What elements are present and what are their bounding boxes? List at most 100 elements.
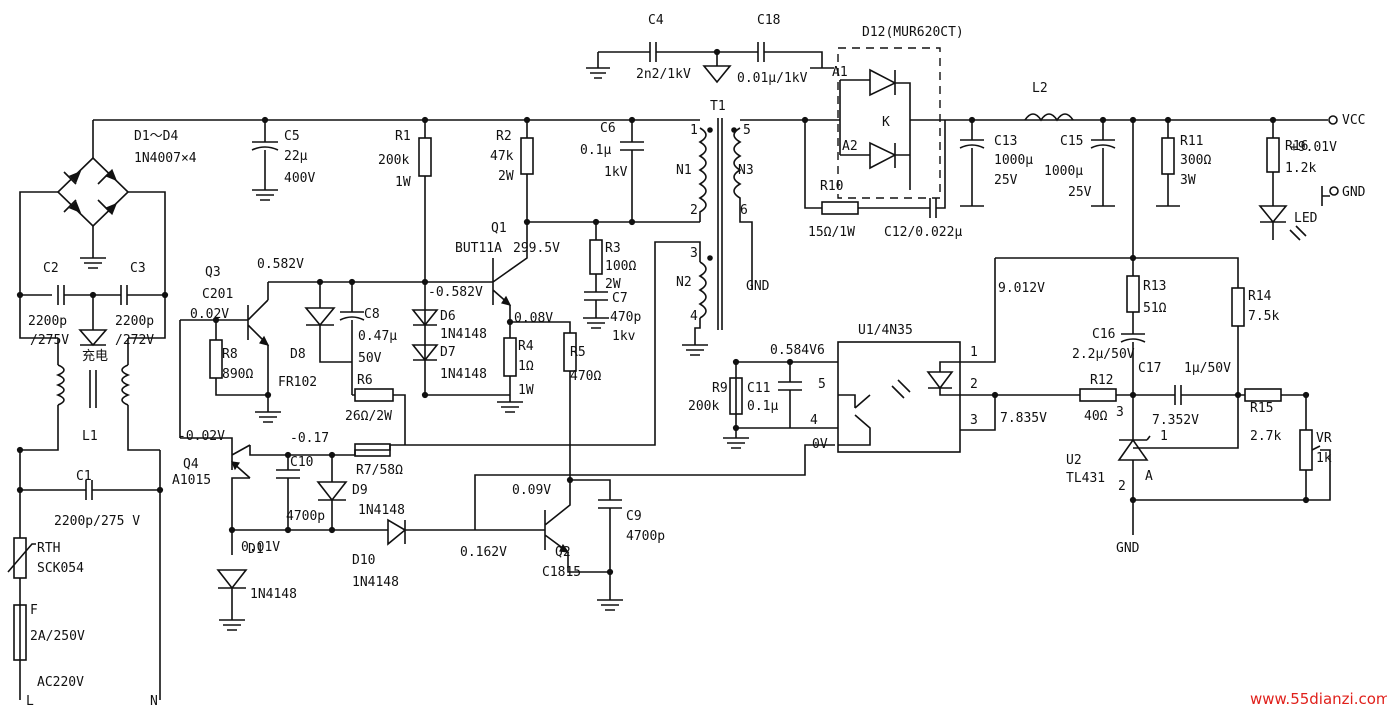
label-c6-voltage: 1kV [604, 165, 628, 180]
label-r14-value: 7.5k [1248, 309, 1279, 324]
label-c2: C2 [43, 261, 59, 276]
label-r12: R12 [1090, 373, 1113, 388]
label-v0-09: 0.09V [512, 483, 551, 498]
label-vcc-value: +9.01V [1290, 140, 1337, 155]
label-c10-value: 4700p [286, 509, 325, 524]
label-c5-voltage: 400V [284, 171, 315, 186]
label-pin1: 1 [690, 123, 698, 138]
label-c9: C9 [626, 509, 642, 524]
label-q3: Q3 [205, 265, 221, 280]
label-c7-value: 470p [610, 310, 641, 325]
label-r2-power: 2W [498, 169, 514, 184]
label-l2: L2 [1032, 81, 1048, 96]
label-vm0-02: -0.02V [178, 429, 225, 444]
label-c15-voltage: 25V [1068, 185, 1092, 200]
primary-network [251, 116, 695, 395]
label-u1-pin2: 2 [970, 377, 978, 392]
input-section [7, 119, 695, 700]
label-r1-value: 200k [378, 153, 409, 168]
y-capacitors [586, 42, 834, 84]
label-d12: D12(MUR620CT) [862, 25, 964, 40]
label-r3: R3 [605, 241, 621, 256]
label-rth-part: SCK054 [37, 561, 84, 576]
label-d1: D1 [248, 542, 264, 557]
label-c10: C10 [290, 455, 313, 470]
label-r13-value: 51Ω [1143, 301, 1167, 316]
label-c8-voltage: 50V [358, 351, 382, 366]
label-v0-01: 0.01V [241, 540, 280, 555]
label-r10: R10 [820, 179, 843, 194]
label-c8: C8 [364, 307, 380, 322]
label-r6: R6 [357, 373, 373, 388]
component-labels: C4 2n2/1kV C18 0.01μ/1kV D12(MUR620CT) A… [26, 13, 1366, 709]
label-c1-value: 2200p/275 V [54, 514, 140, 529]
label-c4-value: 2n2/1kV [636, 67, 691, 82]
label-v299-5: 299.5V [513, 241, 560, 256]
feedback-tl431 [1079, 275, 1331, 535]
label-vm0-582: -0.582V [428, 285, 483, 300]
label-v0-582: 0.582V [257, 257, 304, 272]
label-pin5: 5 [743, 123, 751, 138]
label-u1-pin4: 4 [810, 413, 818, 428]
label-d8: D8 [290, 347, 306, 362]
label-a2: A2 [842, 139, 858, 154]
label-r2-value: 47k [490, 149, 514, 164]
label-q1: Q1 [491, 221, 507, 236]
label-q2-part: C1815 [542, 565, 581, 580]
label-d10-part: 1N4148 [352, 575, 399, 590]
label-r15-value: 2.7k [1250, 429, 1281, 444]
label-v7-835: 7.835V [1000, 411, 1047, 426]
label-c7-voltage: 1kv [612, 329, 636, 344]
optocoupler-u1 [723, 341, 1080, 453]
label-r11-value: 300Ω [1180, 153, 1211, 168]
label-u1-pin5: 5 [818, 377, 826, 392]
protection-network [180, 437, 545, 631]
label-l1: L1 [82, 429, 98, 444]
label-t1: T1 [710, 99, 726, 114]
switch-q1 [421, 222, 577, 480]
label-charge: 充电 [82, 348, 108, 364]
label-fuse-value: 2A/250V [30, 629, 85, 644]
label-v0v: 0V [812, 437, 828, 452]
label-k: K [882, 115, 890, 130]
label-vr-value: 1k [1316, 451, 1332, 466]
label-vm0-17: -0.17 [290, 431, 329, 446]
label-u2-pin2: 2 [1118, 479, 1126, 494]
label-d1d4-part: 1N4007×4 [134, 151, 197, 166]
label-c5-value: 22μ [284, 149, 308, 164]
label-r2: R2 [496, 129, 512, 144]
drive-network [179, 278, 510, 445]
label-c18: C18 [757, 13, 780, 28]
label-gnd-led: GND [1342, 185, 1366, 200]
label-u2-pin3: 3 [1116, 405, 1124, 420]
label-r16-value: 1.2k [1285, 161, 1316, 176]
label-c2-value: 2200p [28, 314, 67, 329]
label-d8-part: FR102 [278, 375, 317, 390]
label-u2-part: TL431 [1066, 471, 1105, 486]
label-u2: U2 [1066, 453, 1082, 468]
label-q1-part: BUT11A [455, 241, 502, 256]
label-r7: R7/58Ω [356, 463, 403, 478]
watermark: www.55dianzi.com [1250, 690, 1387, 708]
label-c12: C12/0.022μ [884, 225, 962, 240]
label-gnd-feedback: GND [1116, 541, 1140, 556]
label-ac220v: AC220V [37, 675, 84, 690]
label-d9: D9 [352, 483, 368, 498]
label-r3-power: 2W [605, 277, 621, 292]
label-c17: C17 [1138, 361, 1161, 376]
label-v0-08: 0.08V [514, 311, 553, 326]
label-c3-voltage: /272V [115, 333, 154, 348]
label-c2-voltage: /275V [30, 333, 69, 348]
label-r13: R13 [1143, 279, 1166, 294]
label-u1-pin3: 3 [970, 413, 978, 428]
label-r9-value: 200k [688, 399, 719, 414]
label-q4-part: A1015 [172, 473, 211, 488]
label-c6-value: 0.1μ [580, 143, 611, 158]
label-c13-voltage: 25V [994, 173, 1018, 188]
label-c13-value: 1000μ [994, 153, 1033, 168]
label-r8: R8 [222, 347, 238, 362]
label-u1-pin1: 1 [970, 345, 978, 360]
label-vcc: VCC [1342, 113, 1365, 128]
label-c11-value: 0.1μ [747, 399, 778, 414]
label-d9-part: 1N4148 [358, 503, 405, 518]
